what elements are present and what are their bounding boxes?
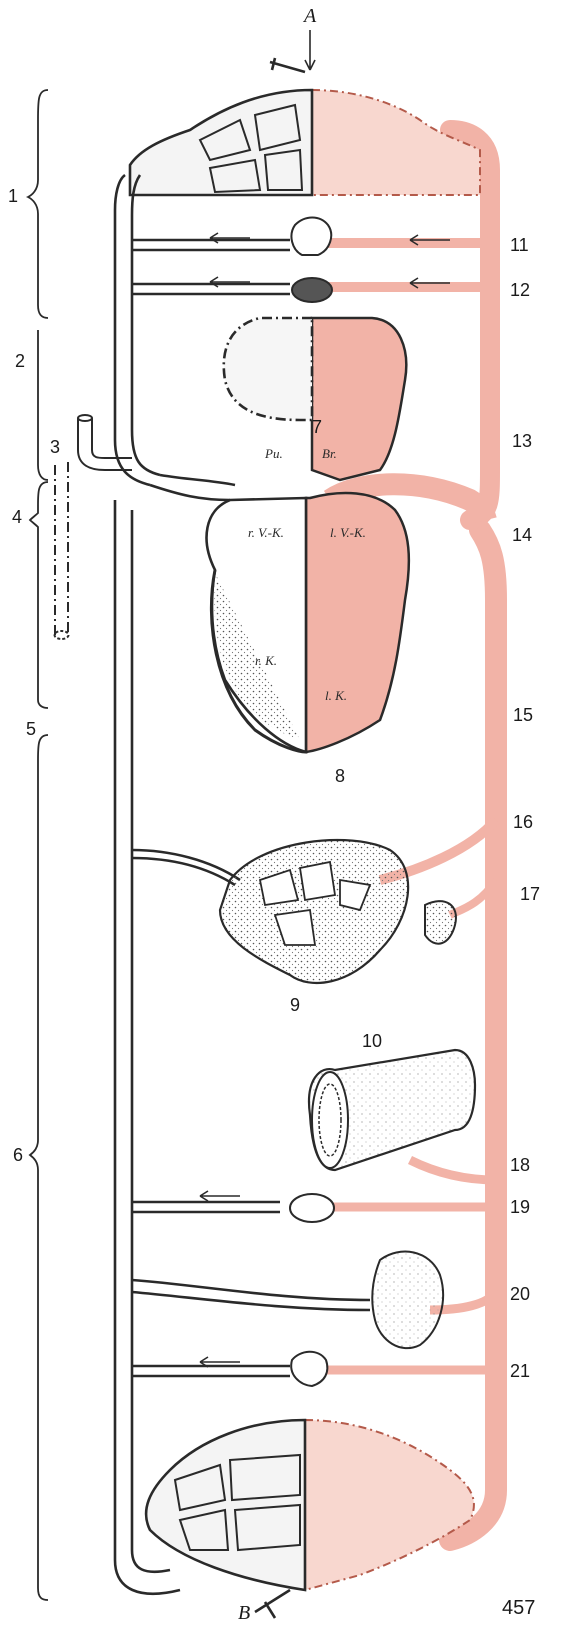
heart-label-l-vk: l. V.-K. (330, 525, 366, 540)
left-label-6: 6 (13, 1146, 23, 1164)
page-number: 457 (502, 1598, 535, 1618)
center-label-7: 7 (312, 418, 322, 436)
liver (220, 840, 408, 983)
right-label-21: 21 (510, 1362, 530, 1380)
right-label-19: 19 (510, 1198, 530, 1216)
head-capillary-bed-arterial (312, 90, 480, 195)
right-label-15: 15 (513, 706, 533, 724)
heart-label-r-vk: r. V.-K. (248, 525, 284, 540)
left-label-4: 4 (12, 508, 22, 526)
right-label-18: 18 (510, 1156, 530, 1174)
center-label-10: 10 (362, 1032, 382, 1050)
center-label-9: 9 (290, 996, 300, 1014)
spinal-cord-lower (291, 1352, 327, 1386)
left-brackets (28, 90, 48, 1600)
center-label-8: 8 (335, 767, 345, 785)
right-label-17: 17 (520, 885, 540, 903)
bottom-label-b: B (238, 1603, 250, 1623)
heart-label-pu: Pu. (264, 446, 283, 461)
kidney (372, 1252, 443, 1349)
left-label-5: 5 (26, 720, 36, 738)
right-label-14: 14 (512, 526, 532, 544)
left-label-1: 1 (8, 187, 18, 205)
left-label-3: 3 (50, 438, 60, 456)
lower-capillary-bed-arterial (305, 1420, 474, 1590)
top-label-a: A (304, 6, 316, 26)
right-label-16: 16 (513, 813, 533, 831)
left-pipe (55, 415, 133, 639)
heart-label-l-k: l. K. (325, 688, 347, 703)
right-label-20: 20 (510, 1285, 530, 1303)
left-label-2: 2 (15, 352, 25, 370)
heart-label-r-k: r. K. (255, 653, 277, 668)
right-label-11: 11 (510, 236, 529, 254)
spinal-cord-upper (291, 218, 331, 256)
right-label-12: 12 (510, 281, 530, 299)
aorta-descending (450, 530, 496, 1540)
heart-label-br: Br. (322, 446, 337, 461)
spleen (425, 901, 456, 944)
right-label-13: 13 (512, 432, 532, 450)
